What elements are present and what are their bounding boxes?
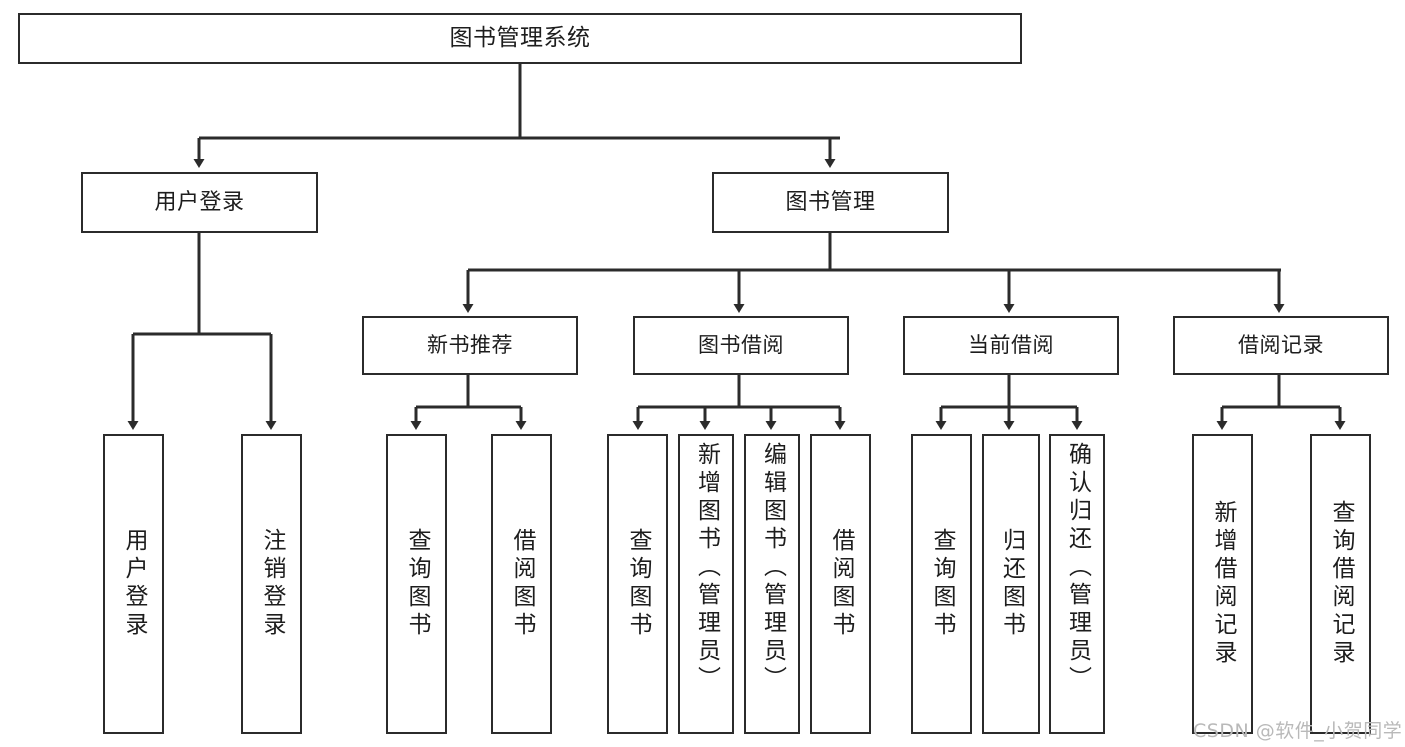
node-label: 查询图书 bbox=[404, 528, 430, 640]
leaf-query-borrow-record[interactable]: 查询借阅记录 bbox=[1310, 434, 1371, 734]
leaf-logout[interactable]: 注销登录 bbox=[241, 434, 302, 734]
leaf-user-login[interactable]: 用户登录 bbox=[103, 434, 164, 734]
node-label: 新增图书（管理员） bbox=[693, 442, 720, 694]
node-root-system[interactable]: 图书管理系统 bbox=[18, 13, 1022, 64]
node-user-login[interactable]: 用户登录 bbox=[81, 172, 318, 233]
node-label: 新增借阅记录 bbox=[1210, 500, 1236, 668]
node-label: 查询借阅记录 bbox=[1328, 500, 1354, 668]
leaf-add-borrow-record[interactable]: 新增借阅记录 bbox=[1192, 434, 1253, 734]
node-label: 归还图书 bbox=[998, 528, 1025, 640]
leaf-query-book-borrow[interactable]: 查询图书 bbox=[607, 434, 668, 734]
node-label: 确认归还（管理员） bbox=[1064, 442, 1091, 694]
node-label: 用户登录 bbox=[121, 528, 147, 640]
node-label: 当前借阅 bbox=[968, 333, 1054, 358]
node-book-borrow[interactable]: 图书借阅 bbox=[633, 316, 849, 375]
leaf-borrow-book[interactable]: 借阅图书 bbox=[810, 434, 871, 734]
node-label: 查询图书 bbox=[625, 528, 651, 640]
leaf-query-book-recommend[interactable]: 查询图书 bbox=[386, 434, 447, 734]
node-label: 用户登录 bbox=[154, 189, 245, 215]
node-new-book-recommend[interactable]: 新书推荐 bbox=[362, 316, 578, 375]
node-current-borrow[interactable]: 当前借阅 bbox=[903, 316, 1119, 375]
node-label: 图书管理系统 bbox=[449, 25, 591, 52]
leaf-borrow-book-recommend[interactable]: 借阅图书 bbox=[491, 434, 552, 734]
leaf-query-book-current[interactable]: 查询图书 bbox=[911, 434, 972, 734]
leaf-add-book-admin[interactable]: 新增图书（管理员） bbox=[678, 434, 734, 734]
node-label: 注销登录 bbox=[259, 528, 285, 640]
node-label: 查询图书 bbox=[929, 528, 955, 640]
leaf-confirm-return-admin[interactable]: 确认归还（管理员） bbox=[1049, 434, 1105, 734]
node-label: 借阅图书 bbox=[828, 528, 854, 640]
node-label: 借阅图书 bbox=[509, 528, 535, 640]
leaf-edit-book-admin[interactable]: 编辑图书（管理员） bbox=[744, 434, 800, 734]
node-borrow-record[interactable]: 借阅记录 bbox=[1173, 316, 1389, 375]
csdn-watermark: CSDN @软件_小贺同学 bbox=[1193, 720, 1403, 742]
node-label: 编辑图书（管理员） bbox=[759, 442, 786, 694]
node-book-management[interactable]: 图书管理 bbox=[712, 172, 949, 233]
node-label: 借阅记录 bbox=[1238, 333, 1324, 358]
leaf-return-book[interactable]: 归还图书 bbox=[982, 434, 1040, 734]
node-label: 新书推荐 bbox=[427, 333, 513, 358]
node-label: 图书管理 bbox=[785, 189, 876, 215]
node-label: 图书借阅 bbox=[698, 333, 784, 358]
